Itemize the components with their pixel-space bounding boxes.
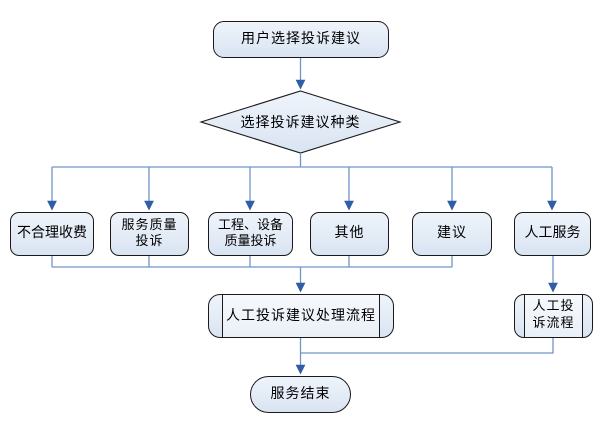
node-suggestion-label: 建议	[437, 225, 467, 242]
node-end: 服务结束	[250, 376, 351, 413]
node-service-quality-complaint: 服务质量 投诉	[110, 212, 189, 256]
node-manual-complaint-flow-label: 人工投 诉流程	[532, 299, 575, 331]
node-manual-complaint-flow: 人工投 诉流程	[514, 294, 593, 338]
node-start: 用户选择投诉建议	[213, 21, 389, 58]
node-decision-label: 选择投诉建议种类	[240, 115, 361, 131]
node-manual-complaint-suggestion-flow-inner: 人工投诉建议处理流程	[222, 295, 380, 337]
node-manual-complaint-flow-inner: 人工投 诉流程	[524, 295, 583, 337]
node-other-label: 其他	[334, 225, 365, 242]
node-other: 其他	[310, 212, 389, 256]
node-start-label: 用户选择投诉建议	[241, 30, 361, 47]
edge-manual-complaint-flow-join	[300, 338, 554, 354]
node-manual-service: 人工服务	[514, 212, 591, 256]
node-engineering-equipment-quality-complaint: 工程、设备 质量投诉	[208, 212, 293, 256]
node-manual-complaint-suggestion-flow: 人工投诉建议处理流程	[208, 294, 394, 338]
node-engineering-equipment-quality-complaint-label: 工程、设备 质量投诉	[217, 217, 283, 249]
node-end-label: 服务结束	[270, 385, 331, 402]
node-manual-service-label: 人工服务	[524, 225, 581, 242]
node-service-quality-complaint-label: 服务质量 投诉	[121, 217, 178, 249]
node-unreasonable-fee: 不合理收费	[10, 212, 94, 256]
node-unreasonable-fee-label: 不合理收费	[17, 225, 87, 242]
node-decision: 选择投诉建议种类	[210, 108, 391, 136]
node-manual-complaint-suggestion-flow-label: 人工投诉建议处理流程	[226, 307, 376, 324]
node-suggestion: 建议	[412, 212, 492, 256]
